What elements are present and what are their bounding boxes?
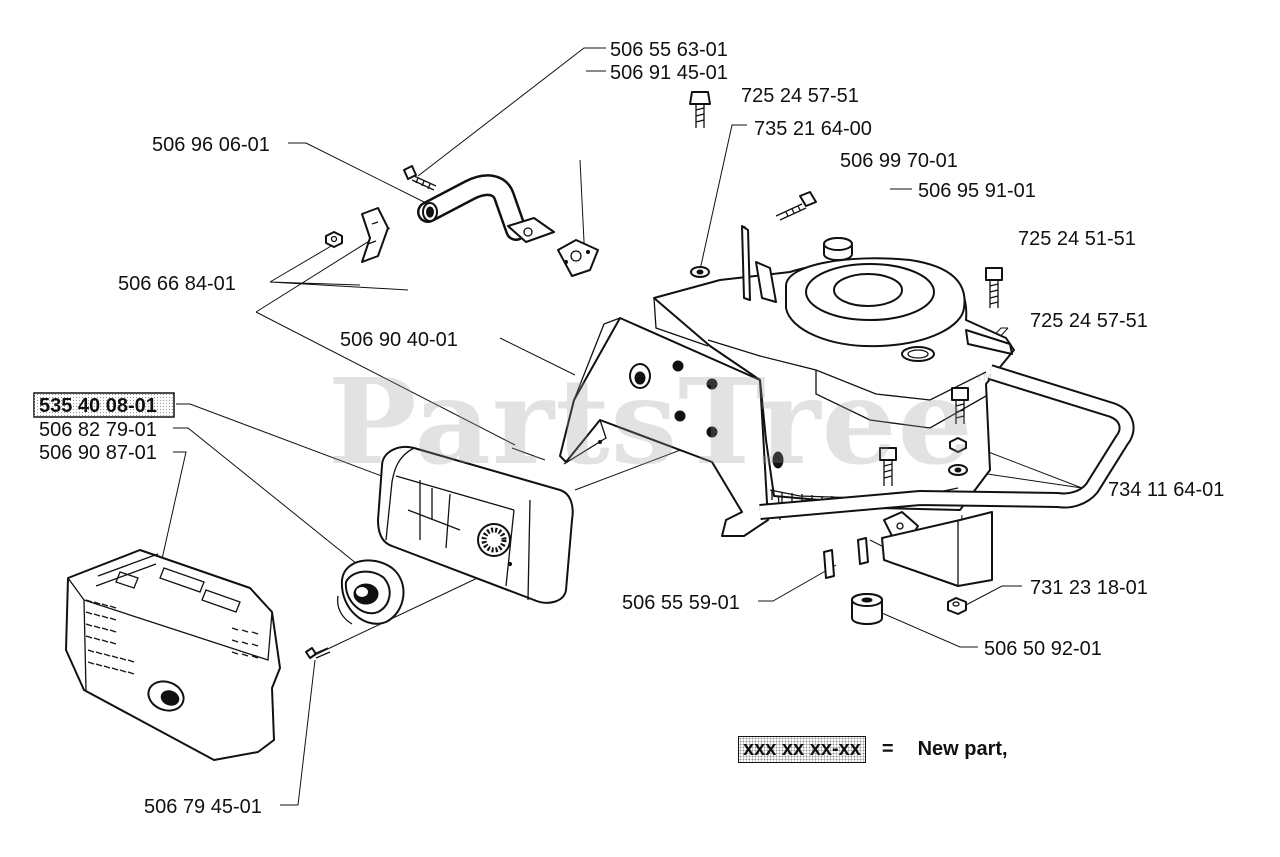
nut-icon (325, 231, 343, 248)
bolt-icon (403, 165, 437, 191)
washer-icon (690, 266, 710, 278)
screw-icon (305, 647, 331, 659)
u-bolt-icon (403, 241, 434, 291)
label-725-24-57-51-top: 725 24 57-51 (741, 85, 859, 107)
hardware-cluster-right (689, 91, 1003, 625)
handle-frame-icon (759, 364, 1135, 587)
bolt-icon (689, 91, 711, 128)
heat-shield-icon (65, 549, 281, 761)
legend-equals: = (881, 738, 894, 760)
label-506-82-79-01: 506 82 79-01 (39, 419, 157, 441)
hardware-cluster-left (325, 165, 599, 291)
new-part-highlight-pattern (34, 393, 174, 417)
spacer-icon (851, 593, 883, 625)
spark-arrestor-icon (336, 559, 405, 625)
vent-slots (85, 599, 259, 675)
label-731-23-18-01: 731 23 18-01 (1030, 577, 1148, 599)
bolt-icon (985, 267, 1003, 308)
label-735-21-64-00: 735 21 64-00 (754, 118, 872, 140)
legend-sample-box: xxx xx xx-xx (738, 736, 866, 763)
label-506-66-84-01: 506 66 84-01 (118, 273, 236, 295)
part-labels: 506 55 63-01 506 91 45-01 725 24 57-51 7… (33, 39, 1224, 818)
nut-icon (947, 597, 967, 615)
label-506-91-45-01: 506 91 45-01 (610, 62, 728, 84)
label-734-11-64-01: 734 11 64-01 (1108, 479, 1224, 501)
bolt-icon (775, 191, 817, 221)
bolt-icon (951, 387, 969, 424)
label-506-99-70-01: 506 99 70-01 (840, 150, 958, 172)
label-506-95-91-01: 506 95 91-01 (918, 180, 1036, 202)
new-part-legend: xxx xx xx-xx = New part, (738, 736, 1008, 763)
support-plate-icon (741, 225, 751, 301)
engine-icon (653, 237, 1015, 511)
mounting-bracket-icon (559, 317, 781, 537)
label-506-90-40-01: 506 90 40-01 (340, 329, 458, 351)
label-725-24-57-51-right: 725 24 57-51 (1030, 310, 1148, 332)
label-506-55-63-01: 506 55 63-01 (610, 39, 728, 61)
label-506-90-87-01: 506 90 87-01 (39, 442, 157, 464)
clamp-bracket-icon (361, 207, 389, 263)
legend-meaning: New part, (917, 738, 1008, 760)
exhaust-pipe-icon (417, 174, 555, 243)
label-506-55-59-01: 506 55 59-01 (622, 592, 740, 614)
key-pin-icon (823, 537, 869, 579)
label-506-96-06-01: 506 96 06-01 (152, 134, 270, 156)
bolt-icon (879, 447, 897, 486)
label-535-40-08-01: 535 40 08-01 (39, 395, 157, 417)
muffler-icon (377, 446, 574, 604)
flange-gasket-icon (557, 239, 599, 277)
washer-icon (948, 437, 968, 476)
label-725-24-51-51: 725 24 51-51 (1018, 228, 1136, 250)
label-506-50-92-01: 506 50 92-01 (984, 638, 1102, 660)
label-506-79-45-01: 506 79 45-01 (144, 796, 262, 818)
